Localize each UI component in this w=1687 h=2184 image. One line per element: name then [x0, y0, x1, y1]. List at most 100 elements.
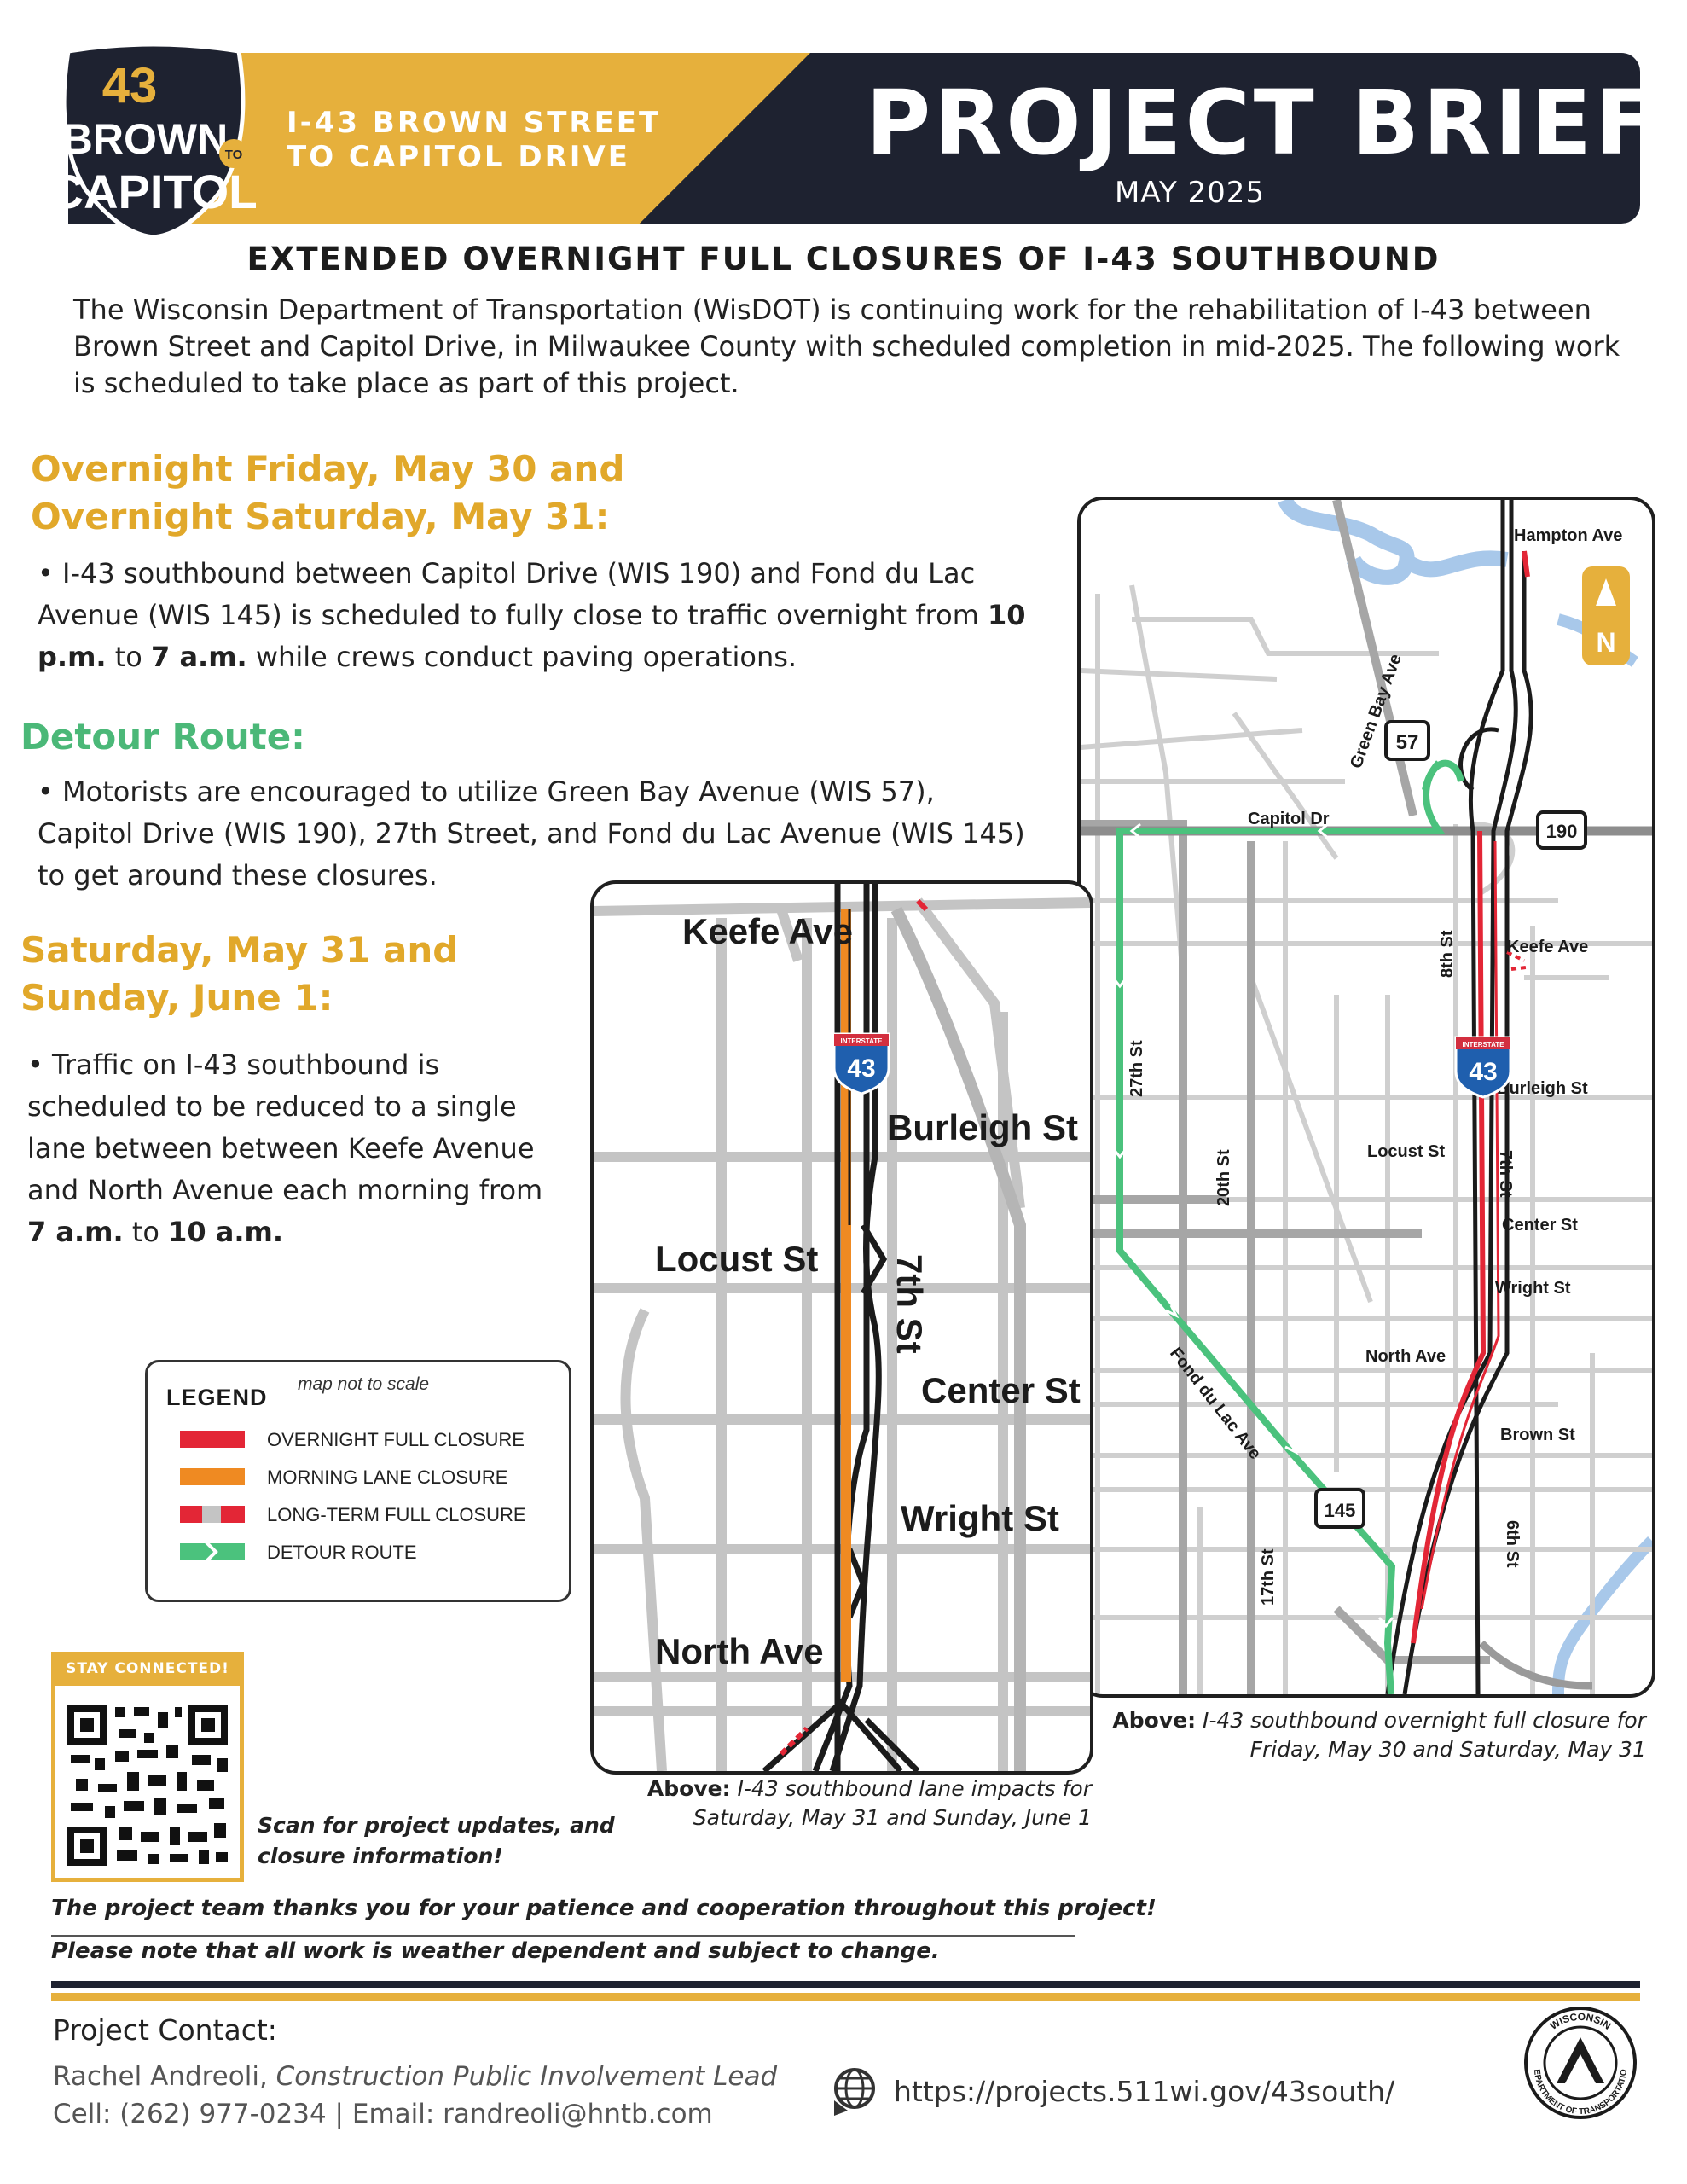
legend-swatch-overnight [180, 1431, 245, 1448]
qr-label: STAY CONNECTED! [51, 1652, 244, 1686]
intro-paragraph: The Wisconsin Department of Transportati… [73, 293, 1620, 399]
inset-label-keefe: Keefe Ave [682, 911, 853, 951]
section1-bullet: • I-43 southbound between Capitol Drive … [38, 553, 1035, 678]
contact-role: Construction Public Involvement Lead [267, 2061, 778, 2092]
contact-heading: Project Contact: [53, 2013, 277, 2047]
svg-text:145: 145 [1325, 1500, 1356, 1521]
section3-text-mid: to [123, 1216, 169, 1248]
header-subtitle: I-43 BROWN STREET TO CAPITOL DRIVE [287, 106, 662, 174]
logo-number: 43 [102, 58, 158, 113]
section3-heading: Saturday, May 31 and Sunday, June 1: [20, 929, 459, 1019]
section2-bullet: • Motorists are encouraged to utilize Gr… [38, 775, 1025, 892]
legend-title: LEGEND [166, 1385, 268, 1410]
section1-text-a: • I-43 southbound between Capitol Drive … [38, 557, 988, 631]
legend-label-longterm: LONG-TERM FULL CLOSURE [267, 1504, 526, 1525]
detour-map-svg: Hampton Ave Green Bay Ave Capitol Dr Kee… [1081, 500, 1652, 1694]
footer-rule-gold [51, 1993, 1640, 2001]
page-title: PROJECT BRIEF [866, 71, 1660, 175]
svg-text:43: 43 [847, 1054, 875, 1083]
river-north [1278, 500, 1509, 585]
wis57-shield: 57 [1384, 720, 1430, 761]
label-6th: 6th St [1503, 1520, 1522, 1568]
label-locust-right: Locust St [1367, 1142, 1445, 1161]
svg-text:INTERSTATE: INTERSTATE [840, 1037, 883, 1045]
label-burleigh-right: Burleigh St [1497, 1079, 1588, 1098]
north-arrow-icon: N [1582, 566, 1630, 665]
label-brown-right: Brown St [1500, 1426, 1575, 1444]
inset-label-north: North Ave [655, 1631, 824, 1671]
label-7th-right: 7th St [1496, 1150, 1515, 1198]
legend-label-overnight: OVERNIGHT FULL CLOSURE [267, 1429, 525, 1450]
section3-time-start: 7 a.m. [27, 1216, 124, 1248]
local-streets [1081, 584, 1652, 1694]
i43-shield-right: INTERSTATE 43 [1454, 1036, 1512, 1099]
qr-code-icon [67, 1705, 228, 1866]
footer-rule-dark [51, 1981, 1640, 1988]
label-27th: 27th St [1128, 1040, 1146, 1097]
arterial-roads [1081, 500, 1490, 1694]
ramp-south [1478, 1640, 1593, 1690]
section3-text-a: • Traffic on I-43 southbound is schedule… [27, 1048, 543, 1206]
svg-text:190: 190 [1546, 821, 1578, 842]
inset-label-center: Center St [921, 1370, 1081, 1410]
section1-text-b: while crews conduct paving operations. [246, 641, 797, 673]
inset-label-burleigh: Burleigh St [887, 1107, 1078, 1147]
map-legend: LEGEND map not to scale OVERNIGHT FULL C… [145, 1360, 571, 1602]
label-center-right: Center St [1502, 1216, 1578, 1234]
wisdot-seal-logo: WISCONSIN DEPARTMENT OF TRANSPORTATION [1522, 2005, 1637, 2119]
inset-label-7th: 7th St [890, 1254, 930, 1354]
weather-note: Please note that all work is weather dep… [51, 1938, 940, 1964]
i43-shield-left: INTERSTATE 43 [832, 1032, 890, 1095]
section1-text-mid: to [106, 641, 152, 673]
label-north-right: North Ave [1365, 1347, 1446, 1366]
detour-map: Hampton Ave Green Bay Ave Capitol Dr Kee… [1077, 497, 1655, 1698]
wis190-shield: 190 [1536, 810, 1587, 850]
label-17th: 17th St [1259, 1548, 1278, 1606]
lane-impact-map: INTERSTATE 43 Keefe Ave Burleigh St Locu… [590, 880, 1093, 1774]
logo-line2: CAPITOL [51, 165, 256, 218]
thanks-divider [51, 1935, 1075, 1937]
svg-text:57: 57 [1396, 731, 1419, 754]
svg-text:INTERSTATE: INTERSTATE [1462, 1041, 1504, 1048]
section3-bullet: • Traffic on I-43 southbound is schedule… [27, 1044, 543, 1253]
section1-time-start: 10 p.m. [38, 599, 1026, 673]
inset-label-locust: Locust St [655, 1239, 818, 1279]
legend-label-morning: MORNING LANE CLOSURE [267, 1467, 507, 1488]
project-url-link[interactable]: https://projects.511wi.gov/43south/ [894, 2075, 1395, 2108]
legend-label-detour: DETOUR ROUTE [267, 1542, 417, 1563]
label-8th: 8th St [1438, 930, 1457, 978]
inset-i43-freeway [762, 884, 920, 1771]
qr-scan-text: Scan for project updates, and closure in… [258, 1813, 615, 1868]
caption-right-map: Above: I-43 southbound overnight full cl… [1112, 1708, 1646, 1762]
legend-note: map not to scale [298, 1374, 429, 1394]
label-hampton: Hampton Ave [1514, 526, 1622, 545]
section1-time-end: 7 a.m. [151, 641, 247, 673]
detour-arrows [1111, 822, 1394, 1629]
legend-swatch-detour [180, 1538, 245, 1565]
legend-swatch-morning [180, 1468, 245, 1485]
longterm-closure-marks [1506, 950, 1527, 971]
label-20th: 20th St [1215, 1149, 1233, 1206]
label-keefe-right: Keefe Ave [1507, 938, 1588, 956]
detour-route-line [1116, 759, 1464, 1694]
legend-swatch-longterm [180, 1506, 245, 1523]
section2-heading: Detour Route: [20, 716, 305, 758]
svg-text:43: 43 [1469, 1058, 1497, 1086]
main-heading: EXTENDED OVERNIGHT FULL CLOSURES OF I-43… [246, 241, 1441, 277]
header-date: MAY 2025 [1115, 176, 1266, 210]
qr-code-box[interactable] [51, 1652, 244, 1882]
project-logo: 43 BROWN TO CAPITOL [51, 44, 256, 237]
river-se [1552, 1536, 1652, 1694]
lane-impact-map-svg: INTERSTATE 43 Keefe Ave Burleigh St Locu… [594, 884, 1090, 1771]
wis145-shield: 145 [1314, 1488, 1365, 1529]
inset-longterm-closure [779, 1726, 809, 1757]
legend-svg: LEGEND map not to scale OVERNIGHT FULL C… [166, 1374, 526, 1565]
label-wright-right: Wright St [1495, 1279, 1571, 1298]
section3-time-end: 10 a.m. [168, 1216, 284, 1248]
section1-heading: Overnight Friday, May 30 and Overnight S… [31, 448, 625, 537]
contact-phone-email[interactable]: Cell: (262) 977-0234 | Email: randreoli@… [53, 2099, 713, 2129]
contact-name: Rachel Andreoli, [53, 2061, 268, 2092]
contact-name-line: Rachel Andreoli, Construction Public Inv… [53, 2061, 777, 2092]
inset-label-wright: Wright St [901, 1498, 1059, 1538]
